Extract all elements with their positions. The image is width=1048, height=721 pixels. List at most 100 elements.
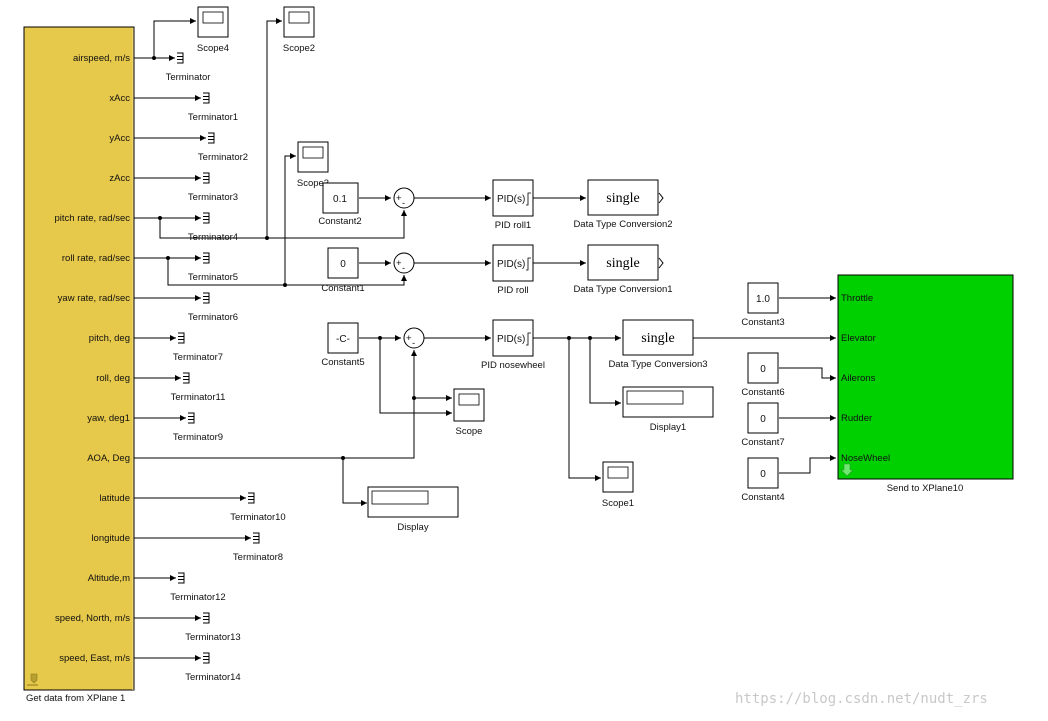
source-port-xacc: xAcc bbox=[109, 93, 130, 104]
terminator3-label: Terminator3 bbox=[188, 192, 238, 203]
scope4-block[interactable]: Scope4 bbox=[197, 6, 229, 54]
terminator10-block[interactable]: Terminator10 bbox=[230, 492, 286, 523]
terminator-icon bbox=[183, 372, 190, 384]
terminator9-block[interactable]: Terminator9 bbox=[173, 412, 223, 443]
constant7-block[interactable]: 0 Constant7 bbox=[741, 402, 785, 448]
pid-roll1-block[interactable]: PID(s) PID roll1 bbox=[492, 179, 534, 231]
constant4-label: Constant4 bbox=[741, 492, 784, 503]
terminator4-block[interactable]: Terminator4 bbox=[188, 212, 238, 243]
dtc2-label: Data Type Conversion2 bbox=[573, 219, 672, 230]
terminator10-label: Terminator10 bbox=[230, 512, 285, 523]
terminator-icon bbox=[203, 212, 210, 224]
constant1-value: 0 bbox=[340, 259, 346, 270]
constant2-block[interactable]: 0.1 Constant2 bbox=[318, 182, 362, 227]
display1-block[interactable]: Display1 bbox=[622, 386, 714, 433]
scope3-block[interactable]: Scope3 bbox=[297, 141, 329, 189]
dtc1-text: single bbox=[606, 256, 639, 271]
pid-roll-label: PID roll bbox=[497, 285, 528, 296]
source-port-aoa-deg: AOA, Deg bbox=[87, 453, 130, 464]
constant6-block[interactable]: 0 Constant6 bbox=[741, 352, 785, 398]
terminator12-block[interactable]: Terminator12 bbox=[170, 572, 226, 603]
terminator6-block[interactable]: Terminator6 bbox=[188, 292, 238, 323]
terminator-block[interactable]: Terminator bbox=[166, 52, 211, 83]
display-block[interactable]: Display bbox=[367, 486, 459, 533]
sum-plus-sign: + bbox=[396, 193, 402, 204]
terminator2-block[interactable]: Terminator2 bbox=[198, 132, 248, 163]
dtc1-label: Data Type Conversion1 bbox=[573, 284, 672, 295]
pid-nosewheel-text: PID(s) bbox=[497, 334, 525, 345]
sink-block[interactable] bbox=[837, 274, 1014, 480]
constant4-value: 0 bbox=[760, 469, 766, 480]
source-port-latitude: latitude bbox=[99, 493, 130, 504]
dtc3-text: single bbox=[641, 331, 674, 346]
source-block[interactable] bbox=[23, 26, 135, 691]
dtc2-block[interactable]: single Data Type Conversion2 bbox=[573, 179, 673, 230]
source-port-speed-east-m-s: speed, East, m/s bbox=[59, 653, 130, 664]
constant5-block[interactable]: -C- Constant5 bbox=[321, 322, 365, 368]
scope2-block[interactable]: Scope2 bbox=[283, 6, 315, 54]
pid-nosewheel-block[interactable]: PID(s) PID nosewheel bbox=[481, 319, 545, 371]
terminator-label: Terminator bbox=[166, 72, 211, 83]
constant6-label: Constant6 bbox=[741, 387, 784, 398]
dtc2-text: single bbox=[606, 191, 639, 206]
source-port-roll-rate-rad-sec: roll rate, rad/sec bbox=[62, 253, 130, 264]
pid-nosewheel-label: PID nosewheel bbox=[481, 360, 545, 371]
source-port-longitude: longitude bbox=[91, 533, 130, 544]
terminator14-block[interactable]: Terminator14 bbox=[185, 652, 241, 683]
constant1-block[interactable]: 0 Constant1 bbox=[321, 247, 365, 294]
terminator-icon bbox=[203, 652, 210, 664]
terminator5-block[interactable]: Terminator5 bbox=[188, 252, 238, 283]
terminator-icon bbox=[248, 492, 255, 504]
constant6-value: 0 bbox=[760, 364, 766, 375]
terminator8-label: Terminator8 bbox=[233, 552, 283, 563]
terminator1-block[interactable]: Terminator1 bbox=[188, 92, 238, 123]
terminator5-label: Terminator5 bbox=[188, 272, 238, 283]
sink-port-elevator: Elevator bbox=[841, 333, 876, 344]
source-port-zacc: zAcc bbox=[109, 173, 130, 184]
constant2-value: 0.1 bbox=[333, 194, 347, 205]
sink-port-nosewheel: NoseWheel bbox=[841, 453, 890, 464]
constant1-label: Constant1 bbox=[321, 283, 364, 294]
display-label: Display bbox=[397, 522, 428, 533]
source-port-yaw-rate-rad-sec: yaw rate, rad/sec bbox=[58, 293, 131, 304]
terminator-icon bbox=[178, 332, 185, 344]
terminator-icon bbox=[203, 172, 210, 184]
source-port-altitude-m: Altitude,m bbox=[88, 573, 130, 584]
constant4-block[interactable]: 0 Constant4 bbox=[741, 457, 785, 503]
sum-minus-sign: - bbox=[402, 198, 405, 209]
terminators: TerminatorTerminator1Terminator2Terminat… bbox=[166, 52, 286, 683]
constant3-block[interactable]: 1.0 Constant3 bbox=[741, 282, 785, 328]
dtc3-block[interactable]: single Data Type Conversion3 bbox=[608, 319, 708, 370]
sum-plus-sign: + bbox=[406, 333, 412, 344]
sum-block-roll[interactable]: + - bbox=[393, 252, 415, 274]
source-block-label: Get data from XPlane 1 bbox=[26, 693, 125, 704]
terminator-icon bbox=[203, 252, 210, 264]
terminator13-block[interactable]: Terminator13 bbox=[185, 612, 241, 643]
sum-minus-sign: - bbox=[412, 338, 415, 349]
terminator-icon bbox=[178, 572, 185, 584]
source-port-yaw-deg1: yaw, deg1 bbox=[87, 413, 130, 424]
scope2-label: Scope2 bbox=[283, 43, 315, 54]
terminator8-block[interactable]: Terminator8 bbox=[233, 532, 283, 563]
dtc1-block[interactable]: single Data Type Conversion1 bbox=[573, 244, 673, 295]
sum-block-nosewheel[interactable]: + - bbox=[403, 327, 425, 349]
constant3-label: Constant3 bbox=[741, 317, 784, 328]
pid-roll-text: PID(s) bbox=[497, 259, 525, 270]
scope1-block[interactable]: Scope1 bbox=[602, 461, 634, 509]
terminator7-block[interactable]: Terminator7 bbox=[173, 332, 223, 363]
terminator3-block[interactable]: Terminator3 bbox=[188, 172, 238, 203]
source-port-roll-deg: roll, deg bbox=[96, 373, 130, 384]
terminator-icon bbox=[177, 52, 184, 64]
sum-block-roll1[interactable]: + - bbox=[393, 187, 415, 209]
scope-block[interactable]: Scope bbox=[453, 388, 485, 437]
constant5-label: Constant5 bbox=[321, 357, 364, 368]
sink-block-label: Send to XPlane10 bbox=[887, 483, 964, 494]
terminator11-block[interactable]: Terminator11 bbox=[171, 372, 226, 403]
terminator2-label: Terminator2 bbox=[198, 152, 248, 163]
terminator1-label: Terminator1 bbox=[188, 112, 238, 123]
pid-roll-block[interactable]: PID(s) PID roll bbox=[492, 244, 534, 296]
scope3-label: Scope3 bbox=[297, 178, 329, 189]
